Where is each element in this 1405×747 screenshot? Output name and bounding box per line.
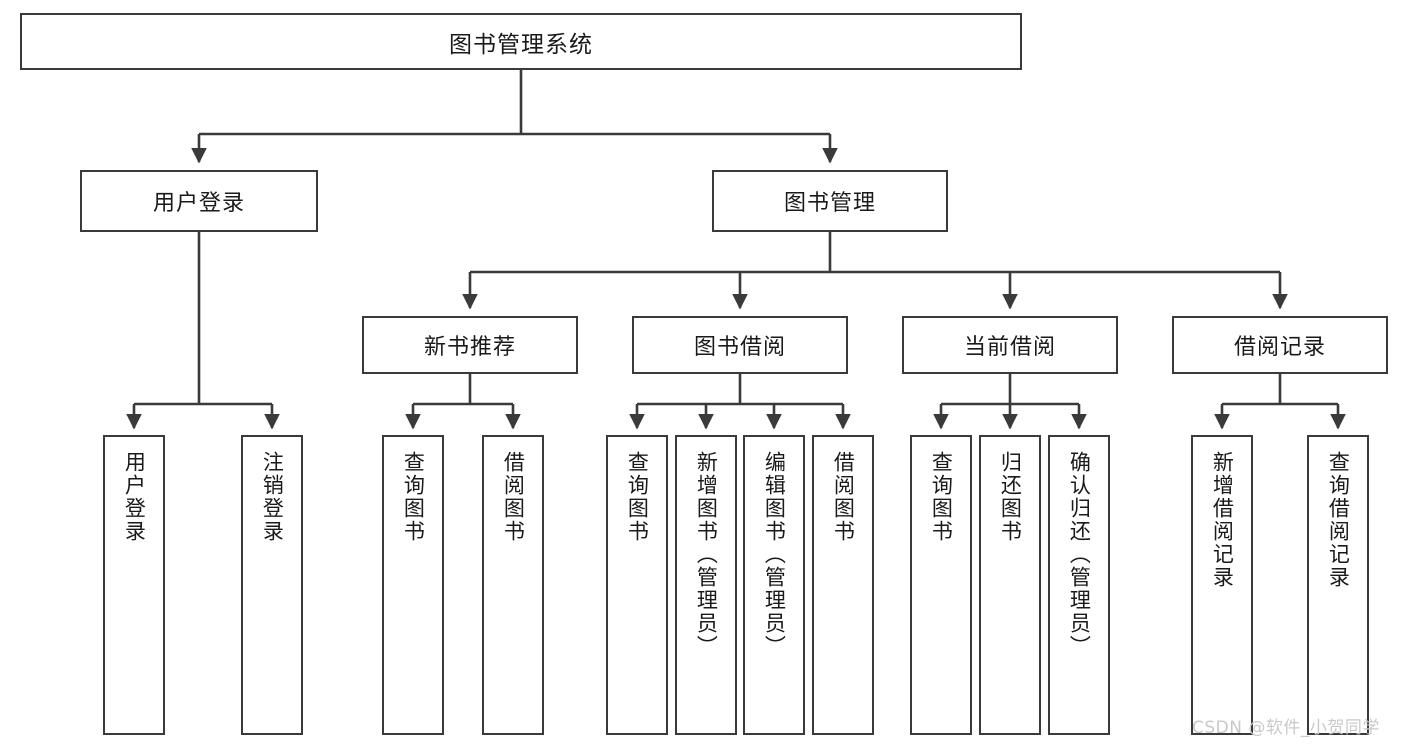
leaf-query-book-recommend[interactable]: 查询图书 [382,435,444,735]
node-label: 用户登录 [122,451,147,543]
leaf-return-book[interactable]: 归还图书 [979,435,1041,735]
node-current-borrow[interactable]: 当前借阅 [902,316,1118,374]
node-label: 图书管理系统 [449,31,593,58]
leaf-query-book-borrow[interactable]: 查询图书 [606,435,668,735]
leaf-add-book-admin[interactable]: 新增图书（管理员） [675,435,737,735]
node-label: 用户登录 [152,191,245,216]
node-label: 当前借阅 [963,335,1056,360]
node-label: 新增借阅记录 [1210,451,1235,589]
leaf-query-book-current[interactable]: 查询图书 [910,435,972,735]
node-label: 借阅记录 [1233,335,1326,360]
node-borrow-record[interactable]: 借阅记录 [1172,316,1388,374]
node-book-borrow[interactable]: 图书借阅 [632,316,848,374]
leaf-borrow-book-recommend[interactable]: 借阅图书 [482,435,544,735]
node-label: 借阅图书 [501,451,526,543]
node-new-book-recommend[interactable]: 新书推荐 [362,316,578,374]
node-label: 新书推荐 [423,335,516,360]
leaf-borrow-book[interactable]: 借阅图书 [812,435,874,735]
node-label: 新增图书（管理员） [694,451,719,658]
node-book-management[interactable]: 图书管理 [712,170,948,232]
leaf-confirm-return-admin[interactable]: 确认归还（管理员） [1048,435,1110,735]
node-user-login[interactable]: 用户登录 [80,170,318,232]
node-label: 编辑图书（管理员） [762,451,787,658]
node-label: 注销登录 [260,451,285,543]
node-label: 查询图书 [401,451,426,543]
node-label: 借阅图书 [831,451,856,543]
node-label: 查询借阅记录 [1326,451,1351,589]
node-label: 确认归还（管理员） [1067,451,1092,658]
node-label: 图书借阅 [693,335,786,360]
node-label: 图书管理 [783,191,876,216]
node-label: 归还图书 [998,451,1023,543]
node-label: 查询图书 [929,451,954,543]
leaf-edit-book-admin[interactable]: 编辑图书（管理员） [743,435,805,735]
leaf-logout[interactable]: 注销登录 [241,435,303,735]
leaf-user-login[interactable]: 用户登录 [103,435,165,735]
csdn-watermark: CSDN @软件_小贺同学 [1192,718,1380,738]
leaf-add-borrow-record[interactable]: 新增借阅记录 [1191,435,1253,735]
node-label: 查询图书 [625,451,650,543]
leaf-query-borrow-record[interactable]: 查询借阅记录 [1307,435,1369,735]
node-root-system[interactable]: 图书管理系统 [20,13,1022,70]
